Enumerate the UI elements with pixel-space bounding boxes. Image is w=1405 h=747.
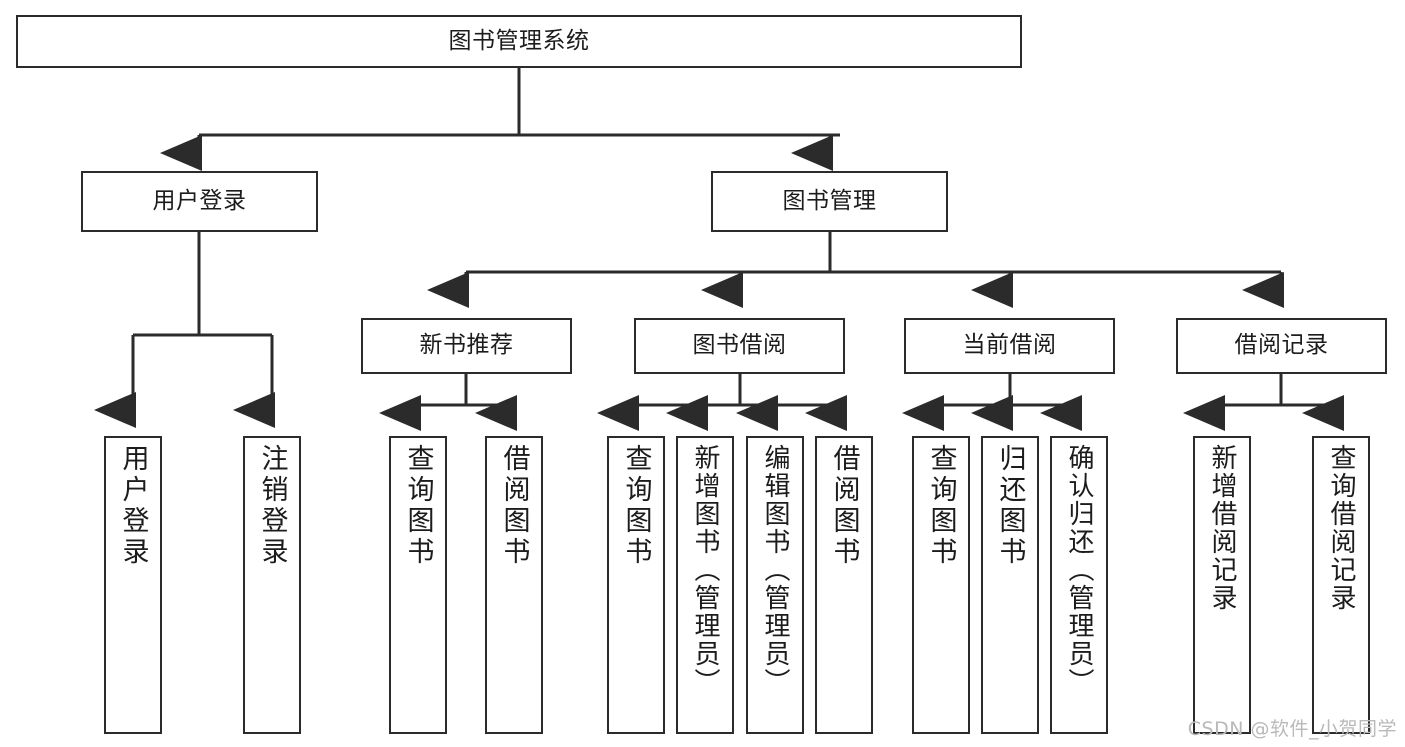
- node-label: 新书推荐: [419, 332, 514, 359]
- node-label: 图书借阅: [692, 332, 787, 359]
- leaf-book-borrow-add-book-admin[interactable]: 新增图书（管理员）: [676, 436, 734, 734]
- node-label: 用户登录: [117, 444, 149, 568]
- node-label: 借阅记录: [1234, 332, 1329, 359]
- leaf-user-login-login[interactable]: 用户登录: [104, 436, 162, 734]
- leaf-current-borrow-confirm-return-admin[interactable]: 确认归还（管理员）: [1050, 436, 1108, 734]
- node-label: 借阅图书: [828, 444, 860, 568]
- leaf-current-borrow-query-book[interactable]: 查询图书: [912, 436, 970, 734]
- node-label: 编辑图书（管理员）: [760, 444, 790, 696]
- leaf-book-borrow-edit-book-admin[interactable]: 编辑图书（管理员）: [746, 436, 804, 734]
- node-current-borrow[interactable]: 当前借阅: [904, 318, 1115, 374]
- node-label: 用户登录: [152, 187, 247, 214]
- node-label: 新增借阅记录: [1207, 444, 1237, 612]
- node-label: 借阅图书: [498, 444, 530, 568]
- leaf-new-book-query-book[interactable]: 查询图书: [389, 436, 447, 734]
- node-label: 注销登录: [256, 444, 288, 568]
- csdn-watermark: CSDN @软件_小贺同学: [1187, 718, 1397, 740]
- leaf-user-login-logout[interactable]: 注销登录: [243, 436, 301, 734]
- node-label: 当前借阅: [962, 332, 1057, 359]
- node-label: 图书管理: [782, 187, 877, 214]
- node-label: 归还图书: [994, 444, 1026, 568]
- node-book-management[interactable]: 图书管理: [711, 171, 948, 232]
- leaf-borrow-record-add-record[interactable]: 新增借阅记录: [1193, 436, 1251, 734]
- node-label: 图书管理系统: [448, 27, 590, 54]
- leaf-borrow-record-query-record[interactable]: 查询借阅记录: [1312, 436, 1370, 734]
- leaf-new-book-borrow-book[interactable]: 借阅图书: [485, 436, 543, 734]
- node-user-login[interactable]: 用户登录: [81, 171, 318, 232]
- node-root-book-management-system[interactable]: 图书管理系统: [16, 15, 1022, 68]
- node-label: 查询图书: [620, 444, 652, 568]
- node-new-book-recommend[interactable]: 新书推荐: [361, 318, 572, 374]
- node-borrow-record[interactable]: 借阅记录: [1176, 318, 1387, 374]
- leaf-current-borrow-return-book[interactable]: 归还图书: [981, 436, 1039, 734]
- leaf-book-borrow-borrow-book[interactable]: 借阅图书: [815, 436, 873, 734]
- node-book-borrow[interactable]: 图书借阅: [634, 318, 845, 374]
- node-label: 查询图书: [402, 444, 434, 568]
- node-label: 查询借阅记录: [1326, 444, 1356, 612]
- node-label: 新增图书（管理员）: [690, 444, 720, 696]
- node-label: 查询图书: [925, 444, 957, 568]
- node-label: 确认归还（管理员）: [1064, 444, 1094, 696]
- leaf-book-borrow-query-book[interactable]: 查询图书: [607, 436, 665, 734]
